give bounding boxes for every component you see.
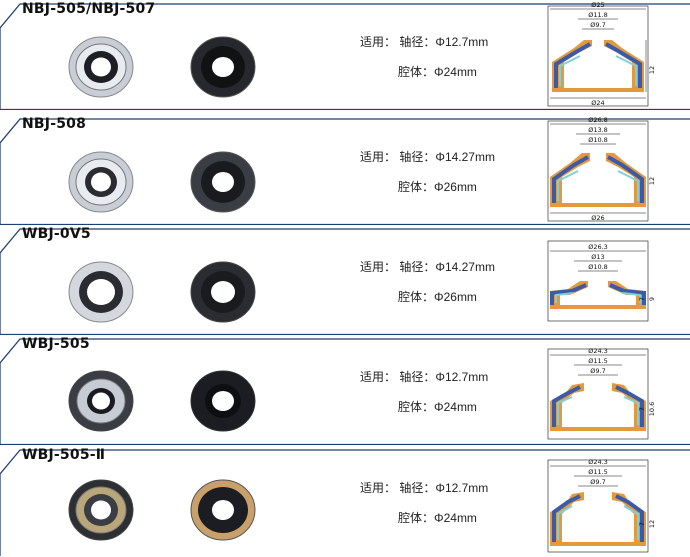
product-row: WBJ-0V5 适用： 轴径：Φ14.27mm 腔体：Φ26mm Ø26.3 Ø… [0, 225, 690, 335]
cavity-value: Φ24mm [434, 400, 477, 414]
dim-outer-bottom: Ø26 [591, 214, 604, 222]
shaft-label: 轴径： [399, 260, 436, 274]
cavity-label: 腔体： [398, 65, 435, 79]
shaft-label: 轴径： [399, 150, 436, 164]
seal-front-photo [68, 370, 134, 432]
dim-d2: Ø11.8 [588, 11, 608, 19]
shaft-spec: 适用： 轴径：Φ14.27mm [360, 148, 495, 165]
applicable-label: 适用： [360, 481, 397, 495]
cavity-label: 腔体： [398, 180, 435, 194]
seal-back-photo [190, 151, 256, 213]
dim-d3: Ø10.8 [588, 263, 608, 271]
cavity-label: 腔体： [398, 511, 435, 525]
shaft-value: Φ12.7mm [435, 481, 489, 495]
cavity-spec: 腔体：Φ26mm [398, 178, 477, 195]
dim-height-2: 10.6 [648, 402, 656, 416]
dim-d2: Ø11.5 [588, 357, 608, 365]
seal-front-photo [68, 36, 134, 98]
model-title: WBJ-505-Ⅱ [22, 447, 106, 463]
seal-cross-section-drawing: Ø24.3 Ø11.5 Ø9.7 7 10.6 [547, 347, 656, 440]
dim-height-2: 9 [648, 297, 656, 301]
dim-outer-top: Ø24.3 [588, 347, 608, 355]
dim-outer-bottom: Ø24 [591, 99, 604, 107]
shaft-value: Φ12.7mm [435, 370, 489, 384]
applicable-label: 适用： [360, 35, 397, 49]
cavity-value: Φ26mm [434, 180, 477, 194]
cavity-value: Φ24mm [434, 65, 477, 79]
model-title: NBJ-505/NBJ-507 [22, 1, 156, 17]
applicable-label: 适用： [360, 370, 397, 384]
row-frame [0, 449, 690, 556]
dim-outer-top: Ø26.3 [588, 243, 608, 251]
shaft-value: Φ14.27mm [435, 150, 495, 164]
cavity-label: 腔体： [398, 400, 435, 414]
shaft-label: 轴径： [399, 35, 436, 49]
dim-height: 12 [648, 177, 656, 185]
seal-back-photo [190, 36, 256, 98]
model-title: NBJ-508 [22, 116, 87, 132]
cavity-label: 腔体： [398, 290, 435, 304]
seal-back-photo [190, 479, 256, 541]
cavity-value: Φ24mm [434, 511, 477, 525]
applicable-label: 适用： [360, 260, 397, 274]
model-title: WBJ-505 [22, 336, 90, 352]
seal-back-photo [190, 370, 256, 432]
seal-cross-section-drawing: Ø24.3 Ø11.5 Ø9.7 7 12 [547, 458, 656, 553]
seal-back-photo [190, 261, 256, 323]
model-title: WBJ-0V5 [22, 226, 91, 242]
cavity-spec: 腔体：Φ24mm [398, 398, 477, 415]
shaft-spec: 适用： 轴径：Φ12.7mm [360, 33, 488, 50]
dim-height: 12 [648, 66, 656, 74]
row-frame [0, 3, 690, 110]
product-row: NBJ-505/NBJ-507 适用： 轴径：Φ12.7mm 腔体：Φ24mm … [0, 0, 690, 110]
dim-d2: Ø13 [591, 253, 604, 261]
row-frame [0, 228, 690, 335]
dim-height-1: 7 [638, 297, 646, 301]
shaft-value: Φ12.7mm [435, 35, 489, 49]
cavity-spec: 腔体：Φ24mm [398, 509, 477, 526]
dim-height-1: 7 [638, 522, 646, 526]
seal-cross-section-drawing: Ø26.8 Ø13.8 Ø10.8 Ø26 12 [547, 116, 656, 222]
dim-d3: Ø9.7 [590, 21, 605, 29]
dim-d2: Ø11.5 [588, 468, 608, 476]
seal-front-photo [68, 479, 134, 541]
shaft-value: Φ14.27mm [435, 260, 495, 274]
shaft-label: 轴径： [399, 370, 436, 384]
dim-outer-top: Ø24.3 [588, 458, 608, 466]
dim-d3: Ø9.7 [590, 367, 605, 375]
seal-front-photo [68, 261, 134, 323]
shaft-spec: 适用： 轴径：Φ12.7mm [360, 479, 488, 496]
dim-d3: Ø10.8 [588, 136, 608, 144]
row-frame [0, 338, 690, 445]
dim-d3: Ø9.7 [590, 478, 605, 486]
seal-cross-section-drawing: Ø26.3 Ø13 Ø10.8 7 9 [547, 240, 656, 322]
seal-cross-section-drawing: Ø25 Ø11.8 Ø9.7 Ø24 12 [547, 1, 656, 107]
product-row: WBJ-505 适用： 轴径：Φ12.7mm 腔体：Φ24mm Ø24.3 Ø1… [0, 335, 690, 445]
dim-outer-top: Ø25 [591, 1, 604, 9]
cavity-spec: 腔体：Φ24mm [398, 63, 477, 80]
product-row: WBJ-505-Ⅱ 适用： 轴径：Φ12.7mm 腔体：Φ24mm Ø24.3 … [0, 446, 690, 557]
product-row: NBJ-508 适用： 轴径：Φ14.27mm 腔体：Φ26mm Ø26.8 Ø… [0, 115, 690, 225]
shaft-spec: 适用： 轴径：Φ12.7mm [360, 368, 488, 385]
dim-height-1: 7 [638, 407, 646, 411]
dim-d2: Ø13.8 [588, 126, 608, 134]
shaft-spec: 适用： 轴径：Φ14.27mm [360, 258, 495, 275]
dim-outer-top: Ø26.8 [588, 116, 608, 124]
dim-height-2: 12 [648, 520, 656, 528]
applicable-label: 适用： [360, 150, 397, 164]
shaft-label: 轴径： [399, 481, 436, 495]
cavity-spec: 腔体：Φ26mm [398, 288, 477, 305]
cavity-value: Φ26mm [434, 290, 477, 304]
seal-front-photo [68, 151, 134, 213]
row-frame [0, 118, 690, 225]
